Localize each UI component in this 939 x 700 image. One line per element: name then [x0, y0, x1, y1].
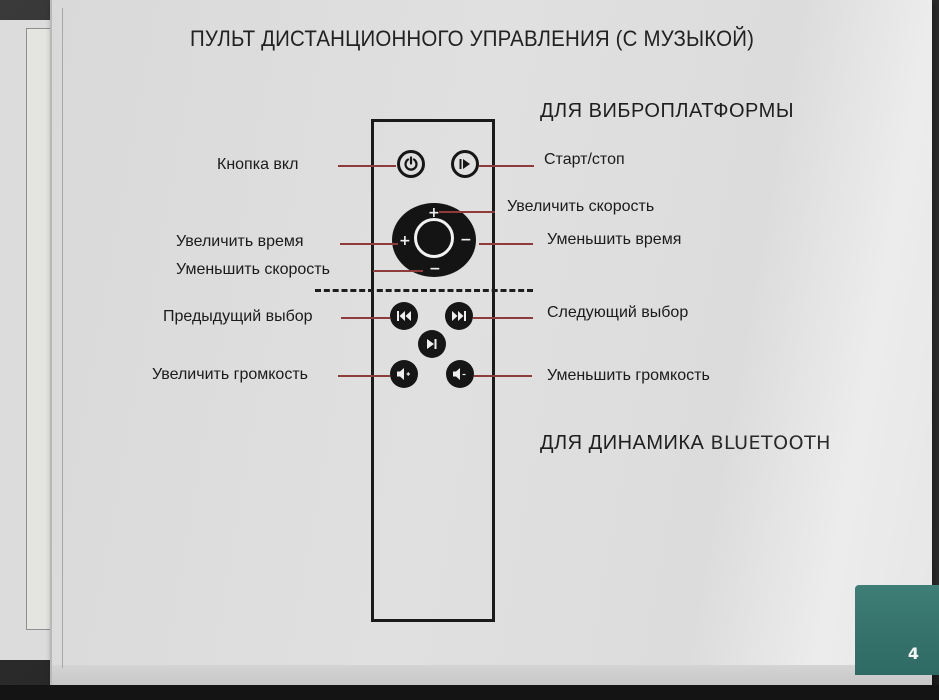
- volume-up-icon: [397, 368, 411, 380]
- start-stop-button[interactable]: [451, 150, 479, 178]
- label-volume-down: Уменьшить громкость: [547, 367, 710, 384]
- play-pause-button[interactable]: [418, 330, 446, 358]
- label-time-up: Увеличить время: [176, 233, 304, 250]
- speed-down-button[interactable]: −: [429, 261, 441, 277]
- section-heading-bluetooth-speaker: ДЛЯ ДИНАМИКА BLUETOOTH: [540, 432, 831, 455]
- page-title: ПУЛЬТ ДИСТАНЦИОННОГО УПРАВЛЕНИЯ (С МУЗЫК…: [190, 26, 755, 51]
- time-down-button[interactable]: −: [460, 232, 472, 248]
- label-next: Следующий выбор: [547, 304, 689, 321]
- previous-button[interactable]: [390, 302, 418, 330]
- label-power: Кнопка вкл: [217, 156, 299, 173]
- leader-line-speed-down: [373, 270, 423, 272]
- section-heading-vibration-platform: ДЛЯ ВИБРОПЛАТФОРМЫ: [540, 100, 795, 122]
- label-volume-up: Увеличить громкость: [152, 366, 308, 383]
- power-button[interactable]: [397, 150, 425, 178]
- leader-line-volume-up: [338, 375, 390, 377]
- label-previous: Предыдущий выбор: [163, 308, 313, 325]
- power-icon: [403, 156, 419, 172]
- label-start-stop: Старт/стоп: [544, 151, 625, 168]
- label-speed-up: Увеличить скорость: [507, 198, 655, 215]
- label-speed-down: Уменьшить скорость: [176, 261, 330, 278]
- play-circle-icon: [457, 156, 473, 172]
- section-heading-bluetooth-suffix: BLUETOOTH: [710, 432, 831, 454]
- page-inner-edge: [62, 8, 913, 668]
- leader-line-previous: [341, 317, 390, 319]
- leader-line-power: [338, 165, 396, 167]
- speed-time-dial: + + − −: [392, 203, 476, 277]
- section-divider-dashed: [315, 289, 533, 292]
- section-heading-bluetooth-prefix: ДЛЯ ДИНАМИКА: [540, 432, 705, 454]
- leader-line-time-down: [479, 243, 533, 245]
- skip-forward-icon: [452, 311, 466, 321]
- page-number-tab: 4: [855, 585, 939, 675]
- time-up-button[interactable]: +: [399, 233, 411, 249]
- leader-line-next: [473, 317, 533, 319]
- leader-line-time-up: [340, 243, 398, 245]
- leader-line-speed-up: [439, 211, 495, 213]
- leader-line-start-stop: [479, 165, 534, 167]
- leader-line-volume-down: [474, 375, 532, 377]
- background-bottom: [0, 685, 939, 700]
- label-time-down: Уменьшить время: [547, 231, 682, 248]
- manual-page: [50, 0, 932, 690]
- volume-up-button[interactable]: [390, 360, 418, 388]
- play-pause-icon: [427, 339, 437, 349]
- dial-center-ring[interactable]: [414, 218, 454, 258]
- page-number: 4: [907, 644, 919, 663]
- volume-down-icon: [453, 368, 467, 380]
- skip-back-icon: [397, 311, 411, 321]
- next-button[interactable]: [445, 302, 473, 330]
- speed-up-button[interactable]: +: [428, 205, 440, 221]
- remote-control-outline: [371, 119, 495, 622]
- volume-down-button[interactable]: [446, 360, 474, 388]
